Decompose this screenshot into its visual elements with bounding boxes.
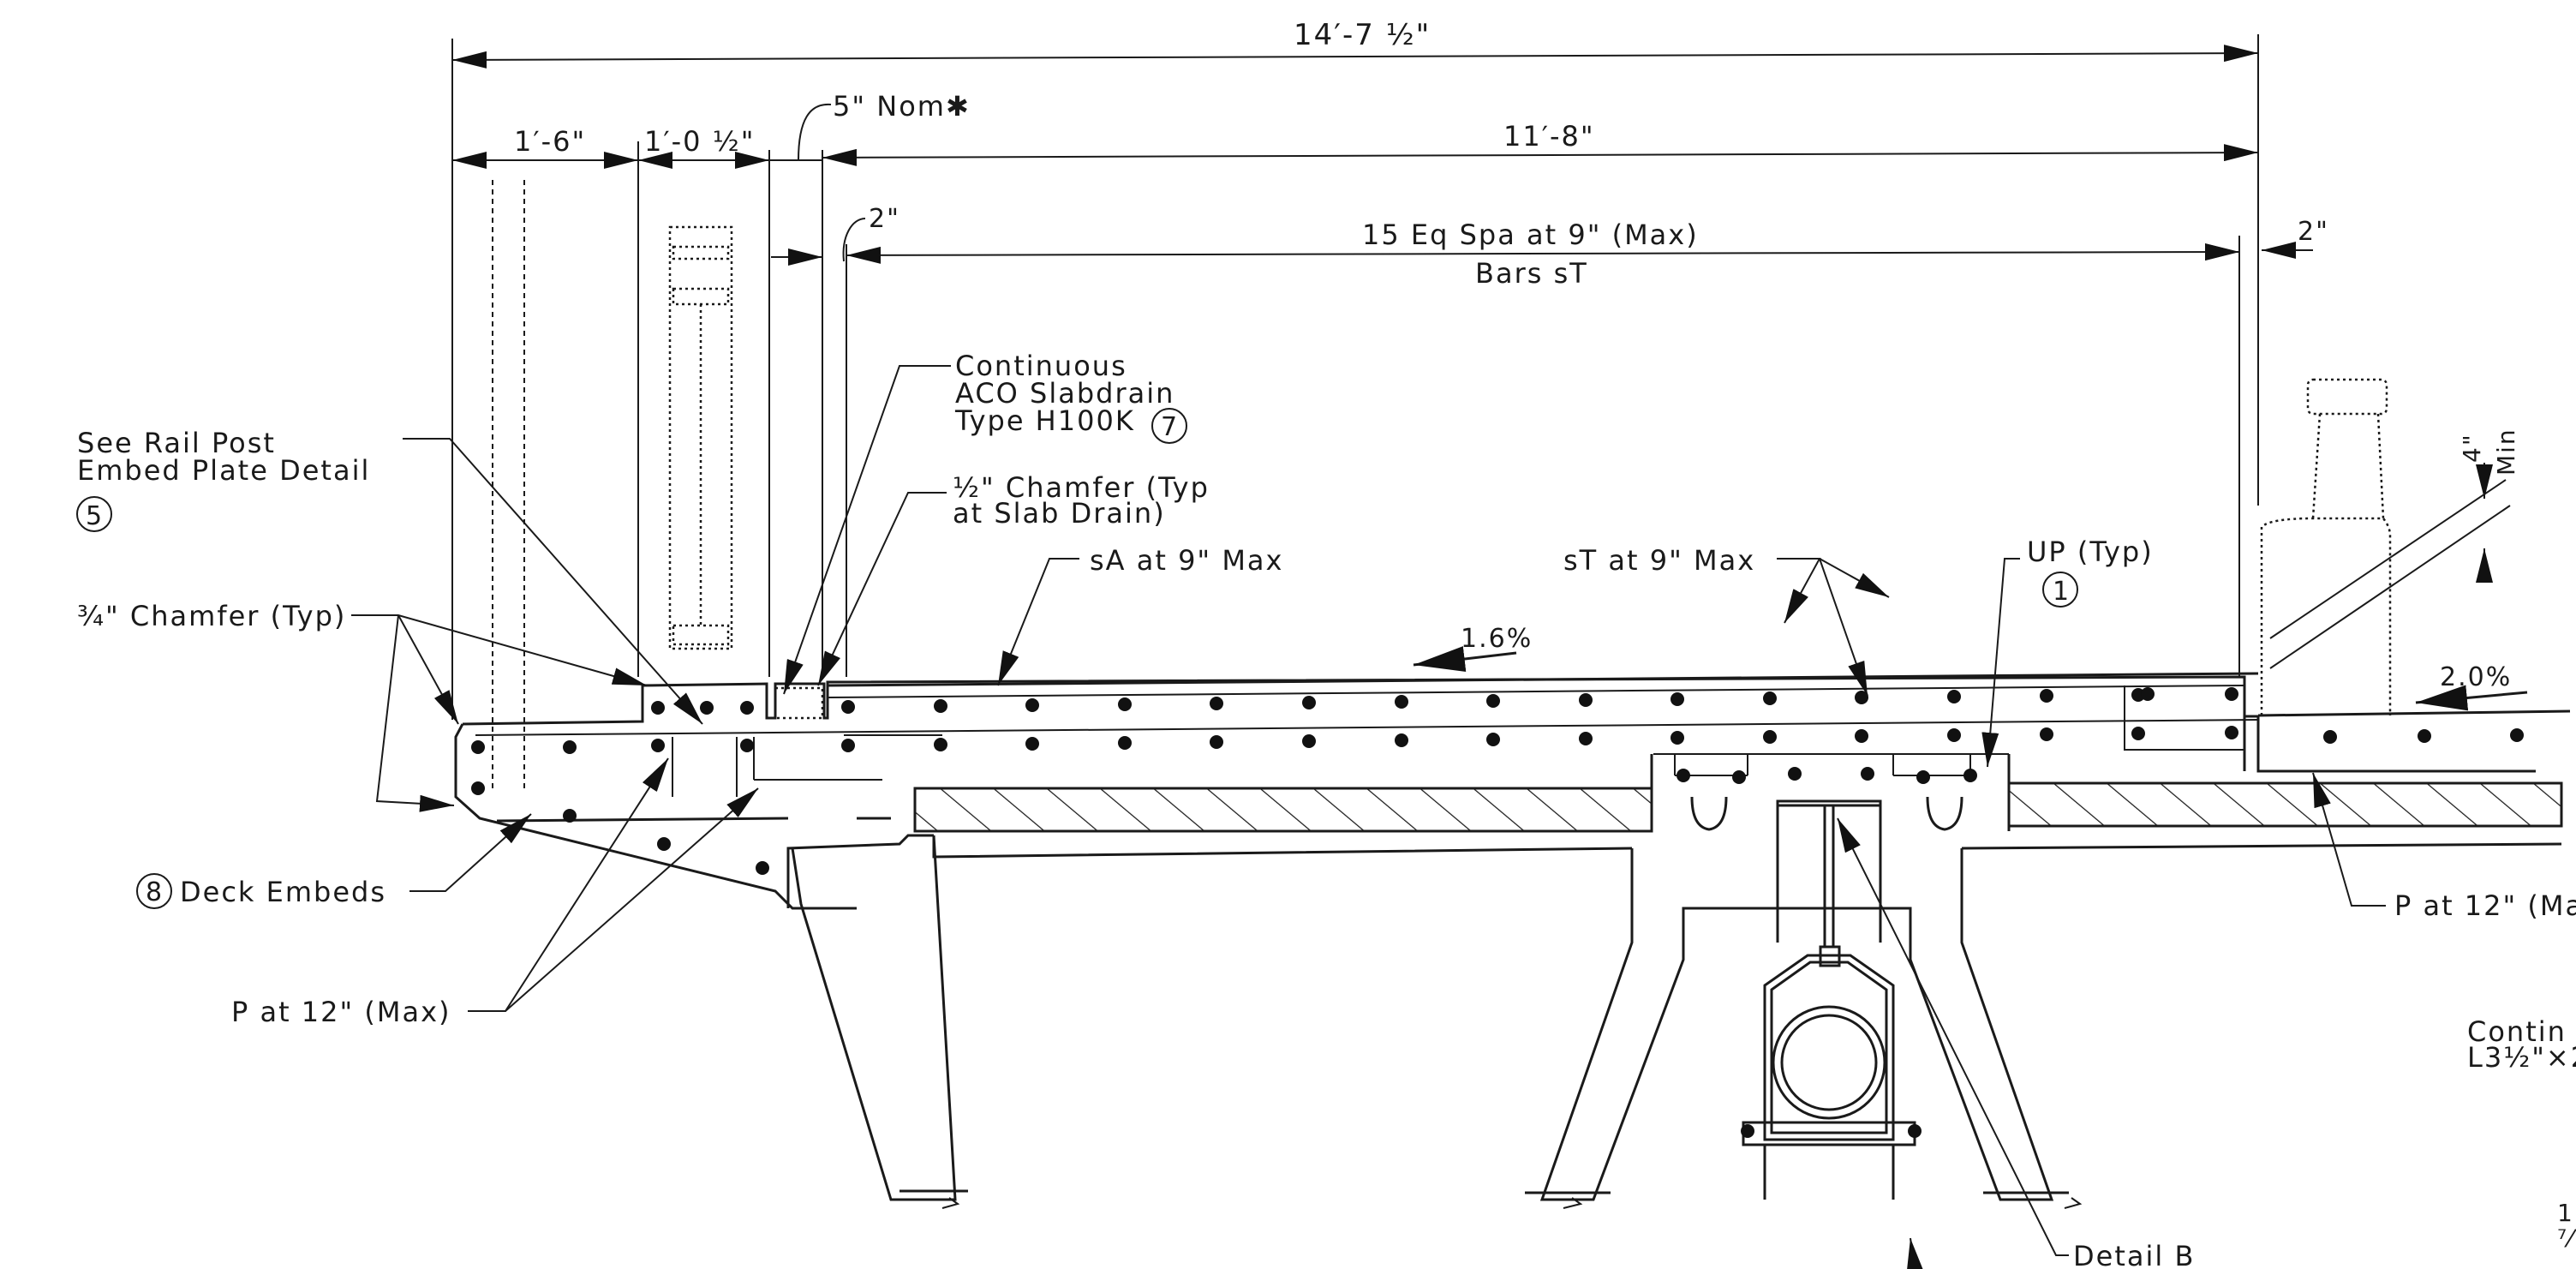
dim-bar-offset-right: 2" bbox=[2298, 217, 2329, 247]
corner-text-2: ⁷⁄ bbox=[2557, 1224, 2576, 1253]
dimension-lines bbox=[451, 34, 2313, 720]
left-rail-post bbox=[492, 180, 733, 788]
detail-b-callout: Detail B bbox=[2073, 1240, 2195, 1269]
rail-post-callout-line1: See Rail Post bbox=[77, 427, 276, 459]
deck-embeds-callout-circle bbox=[136, 873, 172, 909]
dim-bar-label: Bars sT bbox=[1475, 257, 1588, 290]
st-bars-callout: sT at 9" Max bbox=[1563, 544, 1755, 577]
rebar-bars bbox=[471, 687, 2524, 875]
dim-bar-offset-left: 2" bbox=[869, 204, 900, 234]
dim-main-span: 11′-8" bbox=[1503, 120, 1595, 153]
up-bars-callout: UP (Typ) bbox=[2027, 536, 2154, 568]
rail-post-callout-circle bbox=[76, 496, 112, 532]
right-slope-arrow bbox=[2415, 685, 2528, 711]
left-deck-panel bbox=[913, 787, 1653, 833]
drain-callout-circle bbox=[1151, 408, 1187, 444]
right-rail-post bbox=[2260, 378, 2392, 715]
deck-slope-arrow bbox=[1413, 646, 1517, 672]
deck-embeds-callout: Deck Embeds bbox=[180, 876, 386, 908]
drain-callout-num: 7 bbox=[1161, 412, 1179, 442]
p-bars-left-callout: P at 12" (Max) bbox=[231, 996, 451, 1028]
deck-embeds-callout-num: 8 bbox=[146, 877, 164, 907]
up-bars-callout-num: 1 bbox=[2053, 577, 2071, 607]
chamfer-half-callout-line1: ½" Chamfer (Typ bbox=[953, 471, 1210, 504]
drain-callout-line1: Continuous bbox=[955, 350, 1127, 382]
min-cover-word: Min bbox=[2492, 428, 2520, 476]
sa-bars-callout: sA at 9" Max bbox=[1090, 544, 1283, 577]
rail-post-callout-num: 5 bbox=[86, 501, 104, 531]
min-cover-dimension: 4" Min bbox=[2269, 428, 2520, 669]
dim-overall: 14′-7 ½" bbox=[1294, 18, 1431, 52]
left-girder bbox=[786, 830, 1636, 1209]
pipe-hanger bbox=[1741, 799, 1922, 1200]
up-bars-callout-circle bbox=[2042, 572, 2078, 608]
dim-left-overhang: 1′-6" bbox=[514, 125, 586, 158]
chamfer-34-callout: ¾" Chamfer (Typ) bbox=[77, 600, 346, 632]
angle-callout-line1: Contin bbox=[2467, 1015, 2567, 1048]
angle-callout-line2: L3½"×2 bbox=[2467, 1041, 2576, 1074]
deck-slab bbox=[454, 672, 2571, 910]
dim-bar-spacing: 15 Eq Spa at 9" (Max) bbox=[1362, 218, 1699, 251]
p-bars-right-callout: P at 12" (Ma bbox=[2394, 889, 2576, 922]
drain-callout-line3: Type H100K bbox=[954, 404, 1135, 437]
dim-curb-width: 1′-0 ½" bbox=[644, 125, 755, 158]
min-cover-value: 4" bbox=[2458, 433, 2486, 463]
dim-drain-nominal: 5" Nom✱ bbox=[833, 90, 971, 123]
deck-slope: 1.6% bbox=[1461, 624, 1533, 654]
right-deck-panel bbox=[2007, 781, 2563, 828]
right-slope: 2.0% bbox=[2440, 662, 2512, 692]
center-girder bbox=[1525, 842, 2562, 1209]
leader-lines bbox=[351, 365, 2386, 1269]
rail-post-callout-line2: Embed Plate Detail bbox=[77, 454, 370, 487]
drain-callout-line2: ACO Slabdrain bbox=[955, 377, 1174, 410]
center-connection bbox=[1650, 753, 2011, 831]
chamfer-half-callout-line2: at Slab Drain) bbox=[953, 497, 1166, 530]
corner-text-1: 1" bbox=[2557, 1199, 2576, 1227]
